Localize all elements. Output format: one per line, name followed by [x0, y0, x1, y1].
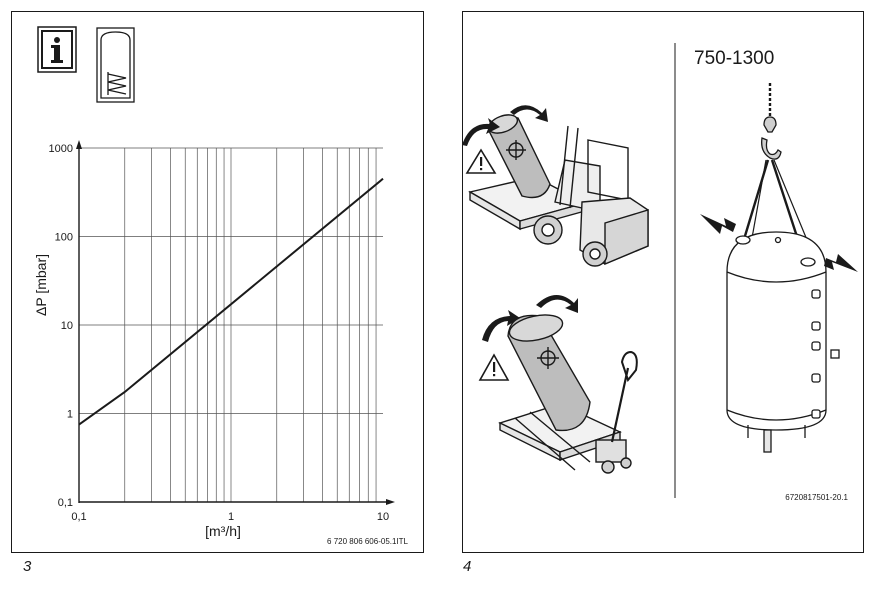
- x-axis-label: [m³/h]: [205, 523, 241, 539]
- warning-icon: [478, 353, 510, 381]
- y-tick-label: 1000: [49, 143, 73, 155]
- y-tick-label: 1: [67, 409, 73, 421]
- pallet-jack-illustration: [498, 314, 638, 474]
- info-icon: [37, 26, 77, 73]
- y-tick-label: 10: [61, 320, 73, 332]
- storage-tank-icon: [96, 27, 135, 103]
- rotate-arrow-icon: [482, 294, 578, 342]
- lift-point-arrow-icon: [700, 214, 858, 272]
- y-axis-label: ΔP [mbar]: [33, 254, 49, 316]
- y-tick-label: 100: [55, 232, 73, 244]
- chart-series: [78, 177, 384, 426]
- x-tick-labels: 0,1 1 10: [71, 511, 389, 523]
- figure-3-panel: [11, 11, 424, 553]
- forklift-illustration: [468, 114, 649, 267]
- x-tick-label: 0,1: [71, 511, 86, 523]
- pressure-drop-series-line: [78, 177, 384, 426]
- x-axis-arrow: [386, 499, 395, 505]
- figure-3-code: 6 720 806 606-05.1ITL: [327, 537, 409, 546]
- y-tick-label: 0,1: [58, 497, 73, 509]
- warning-icon: [465, 148, 497, 174]
- x-tick-label: 10: [377, 511, 389, 523]
- crane-lift-illustration: [726, 83, 840, 453]
- pressure-drop-chart: 0,1 1 10 100 1000 0,1 1 10 ΔP [mbar] [m³/h]: [33, 140, 395, 539]
- y-axis-arrow: [76, 140, 82, 149]
- x-tick-label: 1: [228, 511, 234, 523]
- y-tick-labels: 0,1 1 10 100 1000: [49, 143, 73, 509]
- figure-4-code: 6720817501-20.1: [785, 493, 848, 502]
- figure-3-number: 3: [23, 558, 32, 575]
- rotate-arrow-icon: [462, 105, 548, 146]
- model-range-label: 750-1300: [694, 48, 774, 69]
- chart-axes: [76, 140, 395, 505]
- figure-4-number: 4: [463, 558, 472, 575]
